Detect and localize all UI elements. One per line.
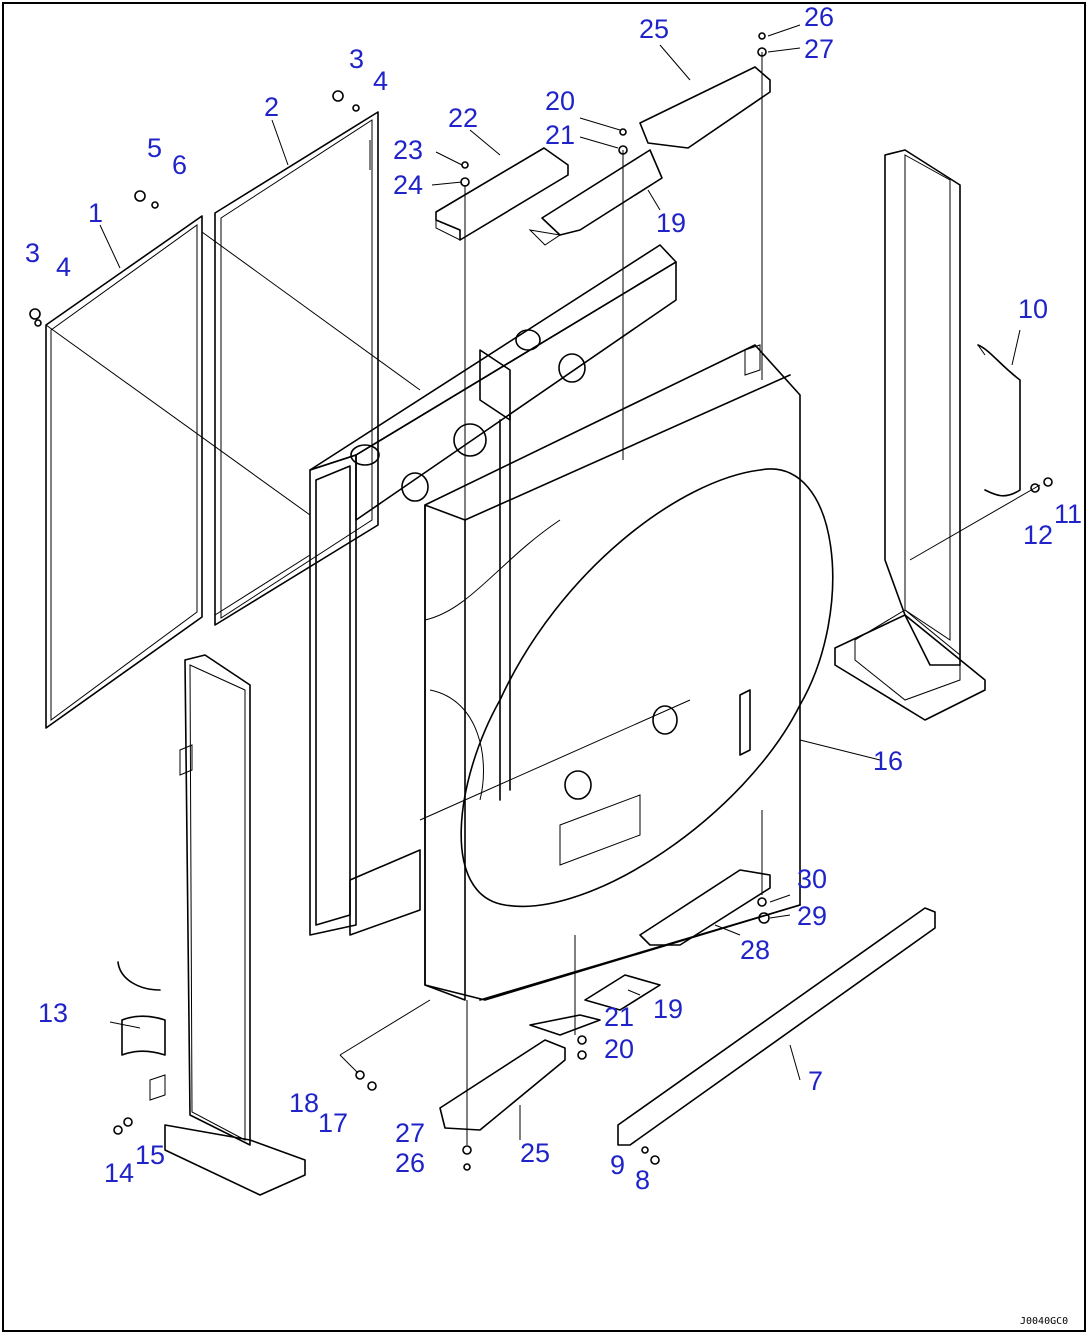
callout-5: 5 — [147, 133, 162, 163]
callout-25: 25 — [639, 14, 669, 44]
part-10-cover — [977, 344, 1021, 497]
callout-21: 21 — [604, 1002, 634, 1032]
callout-19: 19 — [656, 208, 686, 238]
assembly-lines — [45, 52, 1041, 1145]
callout-29: 29 — [797, 901, 827, 931]
callout-3: 3 — [349, 44, 364, 74]
callout-28: 28 — [740, 935, 770, 965]
callout-4: 4 — [56, 252, 71, 282]
part-25-plate-top — [639, 66, 771, 149]
callout-27: 27 — [804, 34, 834, 64]
callout-12: 12 — [1023, 520, 1053, 550]
part-2-screen — [214, 111, 379, 626]
callout-26: 26 — [804, 2, 834, 32]
part-16-fan-shroud — [424, 344, 834, 1001]
fasteners — [29, 32, 1053, 1171]
radiator-core — [309, 244, 691, 936]
callout-20: 20 — [545, 86, 575, 116]
callout-13: 13 — [38, 998, 68, 1028]
leader-lines — [99, 24, 1021, 1140]
part-22-bracket-top — [435, 147, 569, 241]
callout-9: 9 — [610, 1150, 625, 1180]
callout-17: 17 — [318, 1108, 348, 1138]
right-stay — [834, 149, 986, 721]
callout-27: 27 — [395, 1118, 425, 1148]
callout-labels: 1 2 3 4 3 4 5 6 7 8 9 10 11 12 13 14 15 … — [25, 2, 1082, 1195]
callout-3: 3 — [25, 238, 40, 268]
part-19-plate-top — [528, 149, 663, 246]
callout-16: 16 — [873, 746, 903, 776]
drawing-code: J0040GC0 — [1020, 1316, 1068, 1327]
callout-10: 10 — [1018, 294, 1048, 324]
part-13-hose — [117, 961, 166, 1056]
part-19-plate-bottom — [529, 974, 661, 1036]
callout-20: 20 — [604, 1034, 634, 1064]
callout-6: 6 — [172, 150, 187, 180]
left-stay — [149, 654, 306, 1196]
callout-26: 26 — [395, 1148, 425, 1178]
callout-18: 18 — [289, 1088, 319, 1118]
callout-21: 21 — [545, 120, 575, 150]
callout-14: 14 — [104, 1158, 134, 1188]
callout-22: 22 — [448, 103, 478, 133]
part-7-bar — [617, 907, 936, 1146]
callout-19: 19 — [653, 994, 683, 1024]
callout-11: 11 — [1054, 499, 1082, 529]
callout-30: 30 — [797, 864, 827, 894]
part-25-plate-bottom — [439, 1039, 566, 1131]
part-1-screen — [45, 215, 203, 729]
callout-1: 1 — [88, 198, 103, 228]
callout-2: 2 — [264, 92, 279, 122]
callout-7: 7 — [808, 1066, 823, 1096]
part-28-plate — [639, 869, 771, 946]
callout-15: 15 — [135, 1140, 165, 1170]
callout-25: 25 — [520, 1138, 550, 1168]
callout-8: 8 — [635, 1165, 650, 1195]
callout-4: 4 — [373, 66, 388, 96]
callout-23: 23 — [393, 135, 423, 165]
callout-24: 24 — [393, 170, 423, 200]
